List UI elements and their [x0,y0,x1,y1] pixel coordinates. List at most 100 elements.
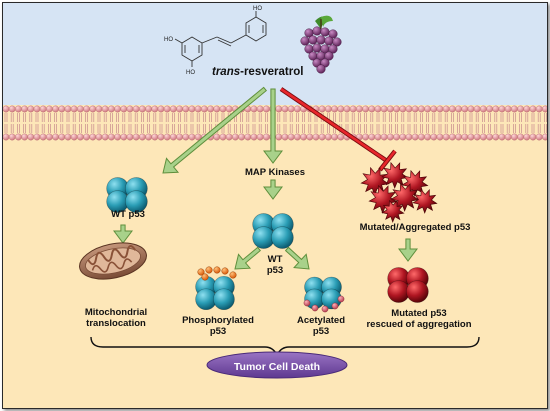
lipid-head [498,105,506,113]
lipid-head [83,105,91,113]
lipid-head [542,133,547,141]
lipid-head [3,133,10,141]
lipid-head [200,105,208,113]
lipid-head [262,105,270,113]
lipid-head [355,105,363,113]
inhibition-arrow [279,87,397,172]
lipid-head [70,133,78,141]
arrow-to-acetylated [284,246,310,270]
lipid-head [455,133,462,141]
mitochondrial-line2: translocation [86,318,146,329]
lipid-head [163,133,171,141]
lipid-head [486,133,493,141]
lipid-head [492,105,500,113]
lipid-head [126,133,134,141]
acetylated-p53-label: Acetylated p53 [286,315,356,337]
lipid-head [207,105,215,113]
lipid-head [83,133,91,141]
lipid-head [529,133,537,141]
aggregate-unit [381,161,409,189]
phosphorylated-p53-label: Phosphorylated p53 [173,315,263,337]
aggregate-unit [390,182,420,212]
lipid-head [343,105,351,113]
lipid-head [424,133,431,141]
grape [316,64,326,74]
phosphorylated-line1: Phosphorylated [182,315,254,326]
lipid-head [399,105,407,113]
lipid-head [312,133,320,141]
lipid-head [374,105,382,113]
lipid-head [250,105,258,113]
lipid-head [262,133,270,141]
lipid-head [492,133,500,141]
acetyl-group [311,304,319,312]
lipid-head [151,105,159,113]
tumor-cell-death-pill [206,351,348,379]
grape [300,36,310,46]
wt-p53-left-label: WT p53 [111,209,145,220]
lipid-head [39,133,47,141]
lipid-head [169,133,177,141]
lipid-head [188,105,196,113]
lipid-head [498,133,506,141]
lipid-head [256,133,264,141]
lipid-head [504,105,512,113]
acetyl-group [337,295,345,303]
lipid-head [411,105,419,113]
lipid-head [430,105,438,113]
lipid-head [95,105,103,113]
lipid-head [331,105,338,113]
lipid-head [182,133,190,141]
lipid-head [542,105,547,113]
lipid-head [510,133,518,141]
lipid-head [337,133,345,141]
aggregate-unit [381,199,405,223]
lipid-head [219,105,227,113]
extracellular-space [3,3,547,105]
lipid-head [194,105,202,113]
lipid-head [287,105,295,113]
lipid-head [405,105,413,113]
lipid-head [386,133,394,141]
lipid-head [479,105,487,113]
lipid-head [486,105,493,113]
lipid-head [275,133,283,141]
arrow-to-mitochondria-shape [113,224,133,244]
lipid-head [293,133,301,141]
lipid-head [448,133,456,141]
arrow-to-rescued [398,238,418,262]
lipid-head [275,105,283,113]
arrow-to-wt-p53 [162,86,268,174]
acetylated-line1: Acetylated [296,315,346,326]
lipid-head [386,105,394,113]
grape [328,44,338,54]
lipid-head [64,105,72,113]
protein-subunit [125,190,148,213]
lipid-head [8,105,16,113]
mutated-aggregated-label: Mutated/Aggregated p53 [359,222,471,233]
mitochondrion-icon [79,242,147,280]
aggregate-unit [360,166,390,196]
grape [316,35,326,45]
arrow-to-acetylated-shape [284,246,310,270]
lipid-head [101,133,109,141]
grape [312,26,322,36]
lipid-head [393,133,400,141]
arrow-to-mitochondria [113,224,133,244]
lipid-head [244,133,252,141]
lipid-head [58,105,66,113]
lipid-head [399,133,407,141]
arrow-to-wt-p53-center [263,179,283,200]
lipid-head [126,105,134,113]
lipid-head [157,105,165,113]
lipid-head [169,105,177,113]
lipid-head [368,133,376,141]
lipid-head [517,133,524,141]
phosphate-group [213,266,221,274]
lipid-head [89,105,97,113]
lipid-head [293,105,301,113]
arrows-layer [113,86,418,270]
lipid-head [417,105,425,113]
lipid-head [281,133,289,141]
lipid-head [176,133,184,141]
